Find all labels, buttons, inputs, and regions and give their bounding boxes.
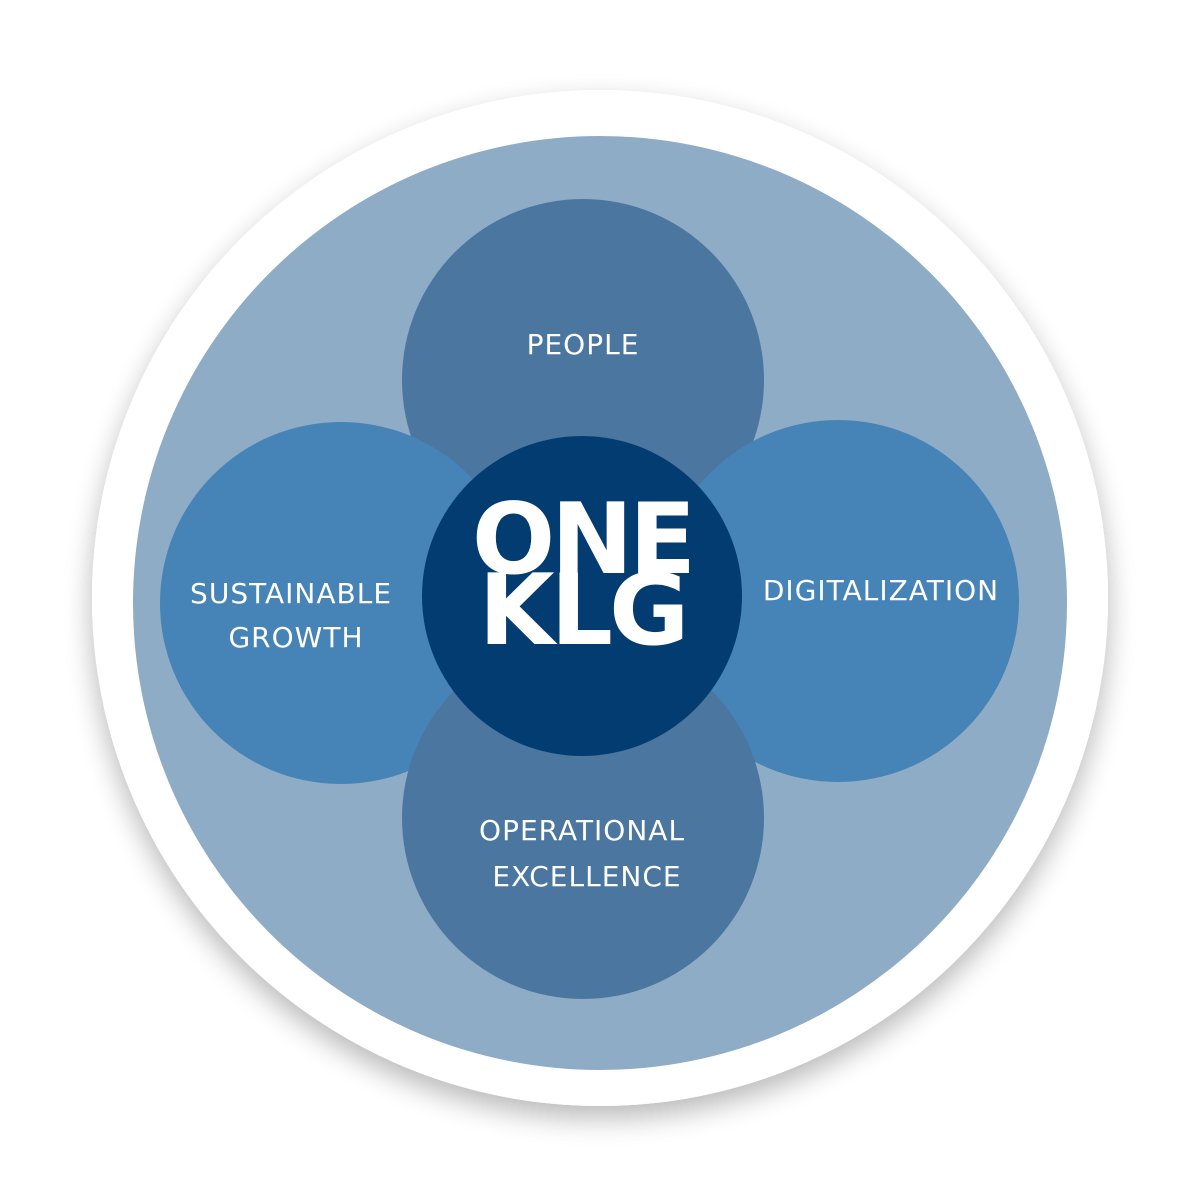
digitalization-circle xyxy=(657,420,1019,782)
center-circle xyxy=(422,436,742,756)
digitalization-label: DIGITALIZATION xyxy=(763,574,999,607)
sustainable-growth-label: SUSTAINABLE GROWTH xyxy=(190,577,402,654)
logo-line-klg: KLG xyxy=(479,554,686,668)
one-klg-logo: ONE KLG xyxy=(472,483,696,668)
sustainable-growth-circle xyxy=(160,422,522,784)
operational-excellence-label: OPERATIONAL EXCELLENCE xyxy=(479,814,695,893)
logo-line-one: ONE xyxy=(472,483,692,597)
people-label: PEOPLE xyxy=(527,328,640,361)
